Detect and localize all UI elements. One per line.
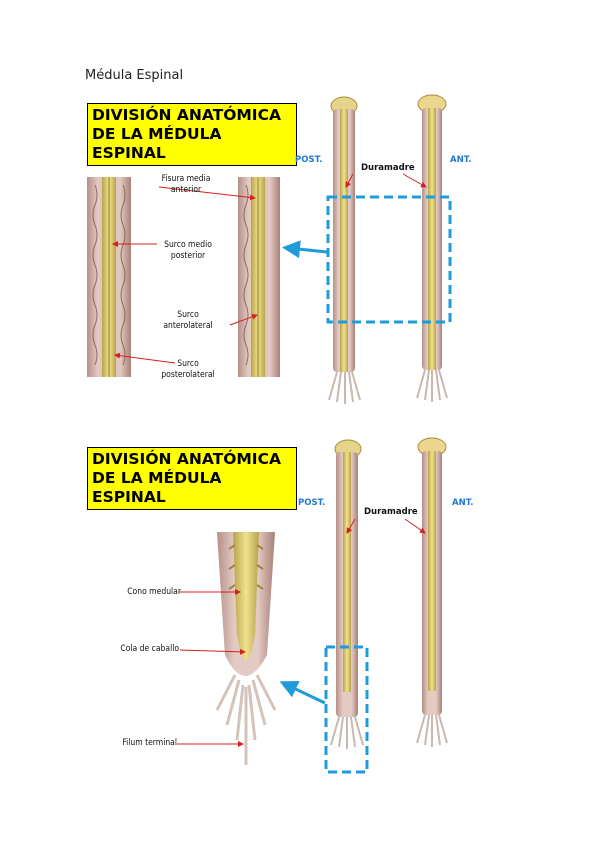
page-title: Médula Espinal	[85, 68, 184, 83]
label-cono-medular: Cono medular	[127, 587, 181, 597]
cord-posterior	[330, 439, 364, 749]
label-duramadre: Duramadre	[364, 507, 418, 517]
banner-line-2: DE LA MÉDULA ESPINAL	[92, 469, 222, 506]
banner-line-2: DE LA MÉDULA ESPINAL	[92, 125, 222, 162]
figure-spinal-cord-division: DIVISIÓN ANATÓMICA DE LA MÉDULA ESPINAL …	[85, 94, 480, 430]
label-post: POST.	[298, 498, 326, 508]
label-ant: ANT.	[452, 498, 474, 508]
label-cola-de-caballo: Cola de caballo	[120, 644, 179, 654]
banner-line-1: DIVISIÓN ANATÓMICA	[92, 450, 281, 468]
banner-line-1: DIVISIÓN ANATÓMICA	[92, 106, 281, 124]
figure-banner: DIVISIÓN ANATÓMICA DE LA MÉDULA ESPINAL	[87, 103, 297, 166]
label-ant: ANT.	[450, 155, 472, 165]
zoom-conus	[215, 532, 277, 765]
cord-anterior	[416, 94, 448, 402]
figure-illustration	[87, 94, 452, 404]
selection-box	[324, 645, 369, 774]
figure-banner: DIVISIÓN ANATÓMICA DE LA MÉDULA ESPINAL	[87, 447, 297, 510]
figure-conus-medullaris: DIVISIÓN ANATÓMICA DE LA MÉDULA ESPINAL …	[85, 435, 480, 780]
cord-anterior	[416, 437, 448, 747]
label-filum-terminal: Filum terminal	[122, 738, 177, 748]
zoom-arrow	[282, 240, 328, 259]
label-duramadre: Duramadre	[361, 163, 415, 173]
cord-posterior	[328, 96, 361, 404]
zoom-arrow	[279, 681, 326, 705]
figure-illustration	[177, 437, 448, 774]
label-post: POST.	[295, 155, 323, 165]
zoom-cord-right	[238, 177, 280, 377]
zoom-cord-left	[87, 177, 131, 377]
selection-box	[326, 195, 452, 324]
